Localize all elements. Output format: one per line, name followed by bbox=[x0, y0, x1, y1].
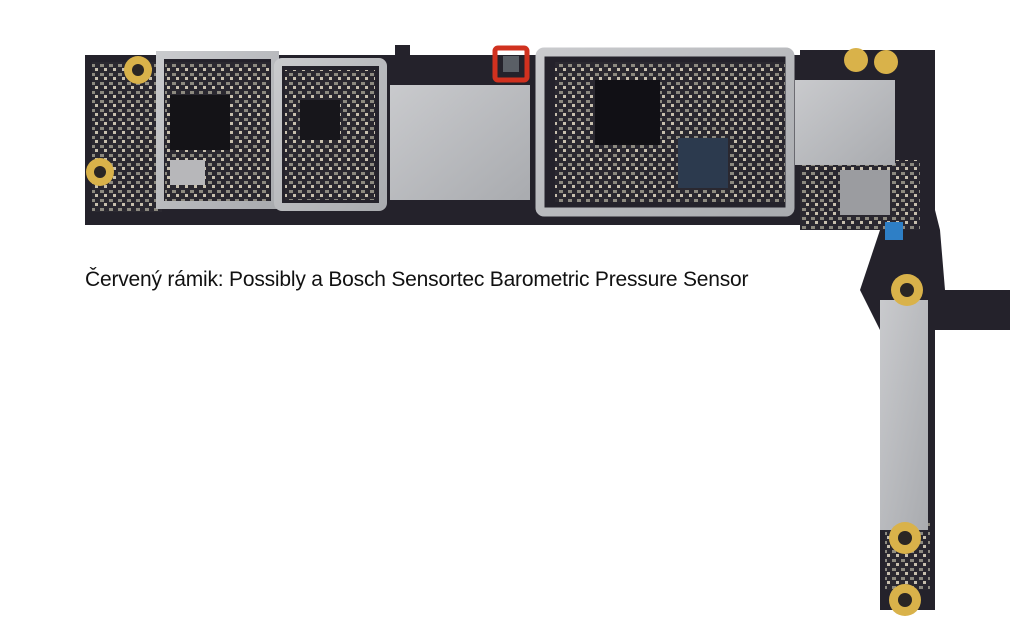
sensor-highlight-box bbox=[492, 45, 530, 83]
caption: Červený rámik: Possibly a Bosch Sensorte… bbox=[85, 268, 749, 291]
